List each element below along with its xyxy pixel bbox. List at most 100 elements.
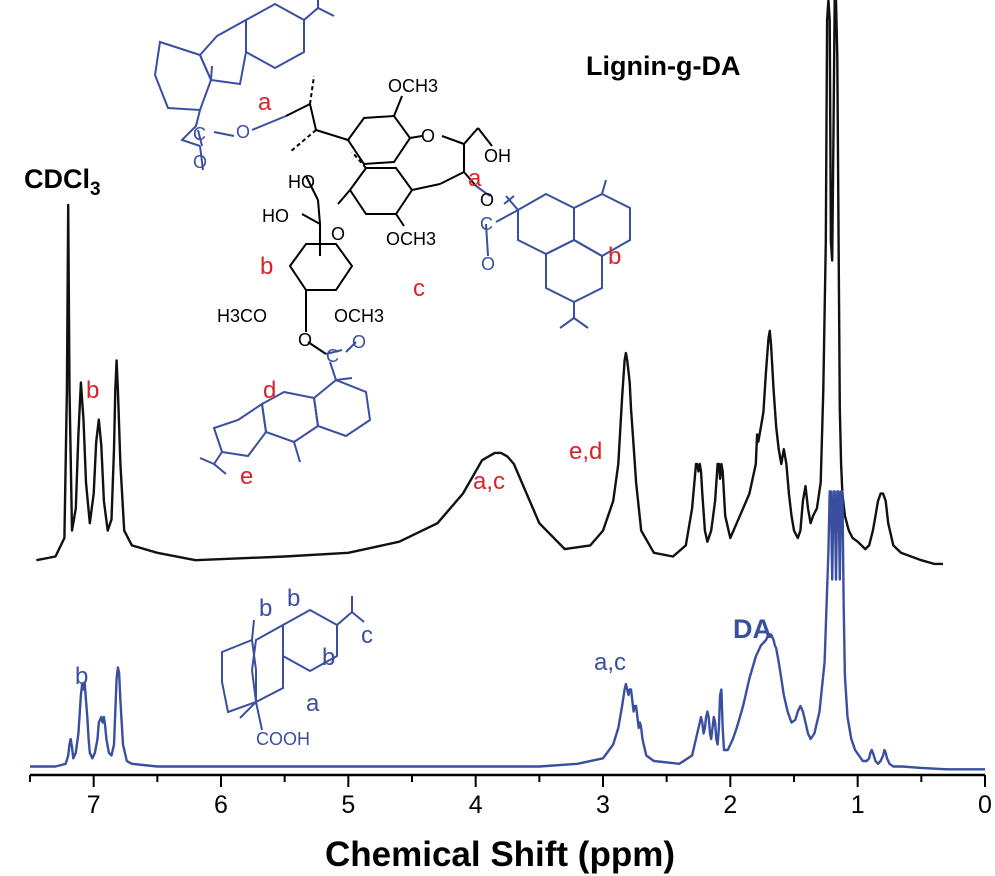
ester-bottom-o xyxy=(345,341,357,353)
peak-label-ed-top: e,d xyxy=(569,438,602,465)
oxygen-label-lignin-2: O xyxy=(331,224,345,244)
methyl-r-2 xyxy=(601,179,607,195)
peak-label-b-bottom: b xyxy=(75,663,88,690)
structure-lignin-g-da: C O O a xyxy=(153,0,631,490)
glycerol-1-oh xyxy=(477,127,493,147)
oxygen-label-lignin-1: O xyxy=(421,126,435,146)
structure-da: b b b c a COOH xyxy=(221,585,373,749)
methyl-b-1 xyxy=(335,377,353,381)
lignin-backbone xyxy=(285,95,493,355)
backbone-ch-2 xyxy=(315,129,349,141)
ring-lignin-2-link xyxy=(411,183,441,191)
struct-letter-b-1: b xyxy=(260,253,273,280)
da-methyl-1 xyxy=(251,619,255,641)
x-tick-label: 2 xyxy=(723,791,737,819)
struct-letter-a-1: a xyxy=(258,89,272,116)
carbonyl-tl xyxy=(199,145,204,171)
ether-link-1 xyxy=(441,135,465,145)
group-h3co: H3CO xyxy=(217,306,267,326)
lignin-dashes xyxy=(289,75,367,169)
oxygen-label-right-2: O xyxy=(481,254,495,274)
group-oh-1: OH xyxy=(484,146,511,166)
struct-letter-c: c xyxy=(413,275,425,302)
solvent-label-text: CDCl xyxy=(24,164,90,194)
da-letter-a: a xyxy=(306,690,320,717)
da-unit-bottom xyxy=(199,341,372,475)
ester-arm-tl xyxy=(180,109,201,147)
x-axis-title: Chemical Shift (ppm) xyxy=(325,835,675,874)
group-och3-2: OCH3 xyxy=(386,229,436,249)
da-cooh-bond xyxy=(255,701,263,731)
da-methyl-2 xyxy=(239,701,257,719)
x-tick-label: 4 xyxy=(469,791,483,819)
peak-label-ac-bottom: a,c xyxy=(594,649,626,676)
ester-bottom-c xyxy=(325,349,343,355)
ring-lignin-2-o xyxy=(337,189,351,205)
glycerol-2-oh-a xyxy=(305,175,319,201)
carbon-label-right: C xyxy=(480,214,493,234)
group-och3-3: OCH3 xyxy=(334,306,384,326)
peak-label-b-top: b xyxy=(86,377,99,404)
da-bonds xyxy=(221,596,365,731)
glycerol-2 xyxy=(317,199,321,225)
x-tick-label: 1 xyxy=(851,791,865,819)
ester-bottom-to-ring xyxy=(329,361,337,381)
dash-3 xyxy=(351,151,367,169)
ester-link-bottom xyxy=(307,341,327,355)
ring-aromatic-tl xyxy=(245,2,305,70)
x-tick-label: 5 xyxy=(341,791,355,819)
da-isopropyl xyxy=(336,610,365,626)
da-letter-c: c xyxy=(361,622,373,649)
x-tick-label: 3 xyxy=(596,791,610,819)
oxygen-label-lignin-3: O xyxy=(298,330,312,350)
oxygen-bond-tl xyxy=(251,115,287,131)
isopropyl-r xyxy=(559,302,575,329)
da-ring-mid xyxy=(250,623,284,704)
ring-mid-tl xyxy=(198,18,247,86)
ester-link-right xyxy=(463,171,477,187)
group-och3-1: OCH3 xyxy=(388,76,438,96)
spectrum-da xyxy=(30,490,985,771)
da-group-cooh: COOH xyxy=(256,729,310,749)
struct-letter-e: e xyxy=(240,463,253,490)
dash-1 xyxy=(309,75,315,105)
oxygen-label-bottom: O xyxy=(352,332,366,352)
glycerol-2-oh-b xyxy=(301,213,321,225)
oxygen-label-tl-1: O xyxy=(193,152,207,172)
da-letter-b-3: b xyxy=(322,644,335,671)
glycerol-1 xyxy=(463,127,479,145)
ester-right-to-ring xyxy=(495,209,519,223)
isopropyl-tl xyxy=(303,6,335,21)
ester-o-link-tl xyxy=(213,131,235,137)
methyl-b-2 xyxy=(293,441,301,463)
backbone-ch2-a xyxy=(285,103,311,117)
peak-label-ac-top: a,c xyxy=(473,468,505,495)
struct-letter-a-2: a xyxy=(468,165,482,192)
x-tick-label: 0 xyxy=(978,791,992,819)
x-tick-label: 7 xyxy=(87,791,101,819)
ring-lignin-1-o xyxy=(409,135,423,139)
da-letter-b-2: b xyxy=(287,585,300,612)
ring-mid-r xyxy=(573,192,631,258)
group-ho-1: HO xyxy=(288,172,315,192)
ester-down-tl xyxy=(197,129,203,147)
methyl-tl xyxy=(210,65,213,81)
glycerol-1-to-ring xyxy=(439,171,465,185)
carbon-label-tl: C xyxy=(193,124,206,144)
ring-lignin-2-och3 xyxy=(395,213,405,227)
series-label-da: DA xyxy=(733,614,772,644)
dash-2 xyxy=(289,129,317,153)
ester-o-right xyxy=(475,185,491,197)
solvent-label: CDCl3 xyxy=(24,164,101,200)
spectrum-lignin-g-da xyxy=(36,0,943,566)
carbon-label-bottom: C xyxy=(326,346,339,366)
carbonyl-right xyxy=(485,223,489,257)
oxygen-label-tl-2: O xyxy=(236,122,250,142)
isopropyl-b xyxy=(212,451,227,475)
isopropyl-b-branch xyxy=(199,457,215,465)
da-ring-left xyxy=(221,638,257,714)
da-letter-b-1: b xyxy=(259,595,272,622)
